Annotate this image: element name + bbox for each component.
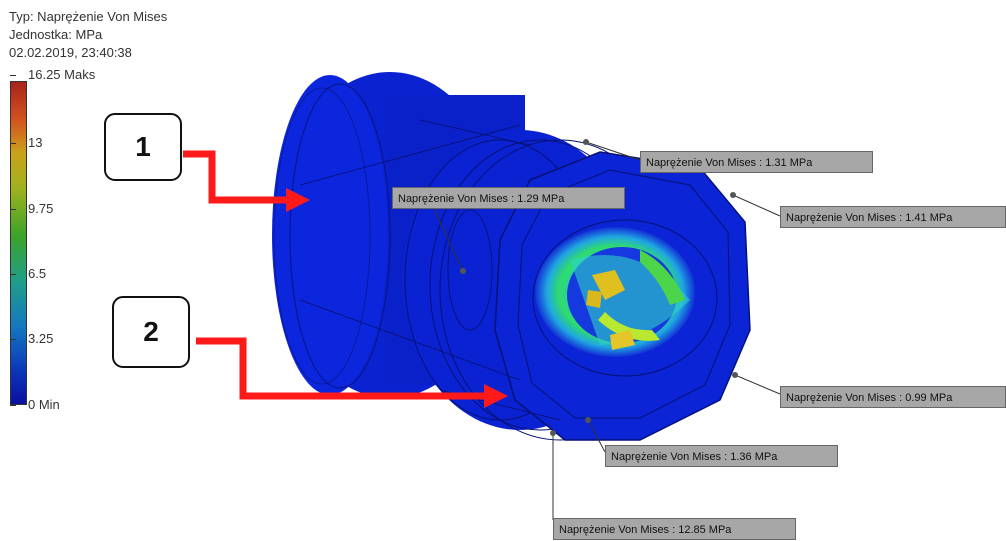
result-unit: Jednostka: MPa: [9, 27, 103, 42]
arrow-2: [196, 337, 508, 408]
legend-tick-3-25: 3.25: [9, 331, 54, 346]
max-stress-parts: [586, 270, 635, 350]
probe-label[interactable]: Naprężenie Von Mises : 1.36 MPa: [605, 445, 838, 467]
legend-tick-9-75: 9.75: [9, 201, 54, 216]
result-info: Typ: Naprężenie Von Mises Jednostka: MPa…: [9, 8, 167, 62]
probe-label[interactable]: Naprężenie Von Mises : 1.29 MPa: [392, 187, 625, 209]
legend-min-label: 0 Min: [10, 397, 60, 412]
result-type: Typ: Naprężenie Von Mises: [9, 9, 168, 24]
color-scale-bar: [10, 81, 27, 405]
callout-2: 2: [112, 296, 190, 368]
probe-points: [460, 139, 738, 436]
probe-label[interactable]: Naprężenie Von Mises : 0.99 MPa: [780, 386, 1006, 408]
arrow-1: [183, 150, 310, 212]
probe-label[interactable]: Naprężenie Von Mises : 12.85 MPa: [553, 518, 796, 540]
probe-label[interactable]: Naprężenie Von Mises : 1.41 MPa: [780, 206, 1006, 228]
legend-tick-13: 13: [9, 135, 43, 150]
callout-1: 1: [104, 113, 182, 181]
legend-max-label: 16.25 Maks: [9, 67, 96, 82]
probe-label[interactable]: Naprężenie Von Mises : 1.31 MPa: [640, 151, 873, 173]
result-timestamp: 02.02.2019, 23:40:38: [9, 45, 132, 60]
probe-leaders: [429, 141, 781, 520]
legend-tick-6-5: 6.5: [9, 266, 47, 281]
